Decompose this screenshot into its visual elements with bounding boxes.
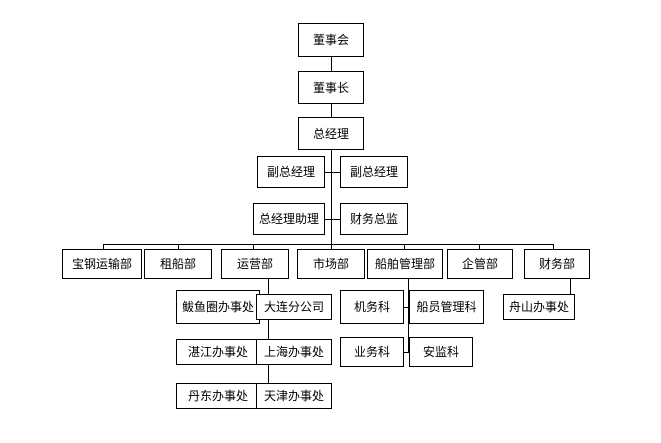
connector-board-chairman [331,57,332,71]
node-label: 总经理助理 [258,212,319,226]
node-branch-dalian[interactable]: 大连分公司 [256,294,332,320]
node-label: 总经理 [312,126,349,141]
node-label: 企管部 [461,257,498,271]
node-section-business[interactable]: 业务科 [340,337,404,367]
node-label: 租船部 [159,257,196,271]
node-label: 市场部 [312,257,349,271]
node-dept-finance[interactable]: 财务部 [524,249,590,279]
node-label: 机务科 [353,300,390,314]
node-label: 财务总监 [349,212,398,226]
node-office-zhanjiang[interactable]: 湛江办事处 [176,339,260,365]
connector-cfo [331,219,340,220]
node-office-bayuquan[interactable]: 鲅鱼圈办事处 [176,290,260,324]
node-deputy-gm-right[interactable]: 副总经理 [340,156,408,188]
connector-gm-assistant [325,219,332,220]
node-label: 鲅鱼圈办事处 [181,300,254,314]
node-section-engineering[interactable]: 机务科 [340,290,404,324]
node-label: 上海办事处 [263,345,324,359]
node-office-dandong[interactable]: 丹东办事处 [176,383,260,409]
connector-deputy-gm-left [325,172,332,173]
node-label: 董事会 [312,33,349,47]
node-gm-assistant[interactable]: 总经理助理 [253,203,325,235]
connector-deputy-gm-right [331,172,340,173]
node-dept-ship-management[interactable]: 船舶管理部 [367,249,443,279]
node-label: 船员管理科 [416,300,477,314]
node-label: 天津办事处 [263,389,324,403]
node-section-safety-supervision[interactable]: 安监科 [409,337,473,367]
node-label: 运营部 [236,257,273,271]
node-label: 董事长 [312,80,349,95]
node-dept-marketing[interactable]: 市场部 [297,249,365,279]
node-label: 副总经理 [349,165,398,179]
node-cfo[interactable]: 财务总监 [340,203,408,235]
node-office-shanghai[interactable]: 上海办事处 [256,339,332,365]
node-label: 湛江办事处 [187,345,248,359]
node-label: 财务部 [538,257,575,271]
node-label: 丹东办事处 [187,389,248,403]
node-dept-baosteel-transport[interactable]: 宝钢运输部 [62,249,142,279]
connector-engineering [400,307,409,308]
connector-finance-zhoushan-vertical [570,279,571,307]
connector-gm-trunk [331,150,332,244]
node-label: 安监科 [422,345,459,359]
node-board-of-directors[interactable]: 董事会 [298,23,364,57]
node-label: 大连分公司 [263,300,324,314]
node-section-crew-management[interactable]: 船员管理科 [409,290,484,324]
node-general-manager[interactable]: 总经理 [298,117,364,150]
connector-ship-management-trunk [408,279,409,352]
node-label: 宝钢运输部 [71,257,132,271]
node-office-zhoushan[interactable]: 舟山办事处 [503,294,575,320]
connector-operations-trunk [268,279,269,396]
node-chairman[interactable]: 董事长 [298,71,364,104]
node-label: 舟山办事处 [508,300,569,314]
connector-department-bus [103,244,553,245]
node-dept-operations[interactable]: 运营部 [221,249,289,279]
connector-chairman-gm [331,104,332,117]
node-label: 业务科 [353,345,390,359]
node-dept-chartering[interactable]: 租船部 [144,249,212,279]
node-office-tianjin[interactable]: 天津办事处 [256,383,332,409]
connector-business [400,352,409,353]
node-label: 副总经理 [266,165,315,179]
node-deputy-gm-left[interactable]: 副总经理 [257,156,325,188]
node-label: 船舶管理部 [374,257,435,271]
node-dept-enterprise-management[interactable]: 企管部 [447,249,513,279]
